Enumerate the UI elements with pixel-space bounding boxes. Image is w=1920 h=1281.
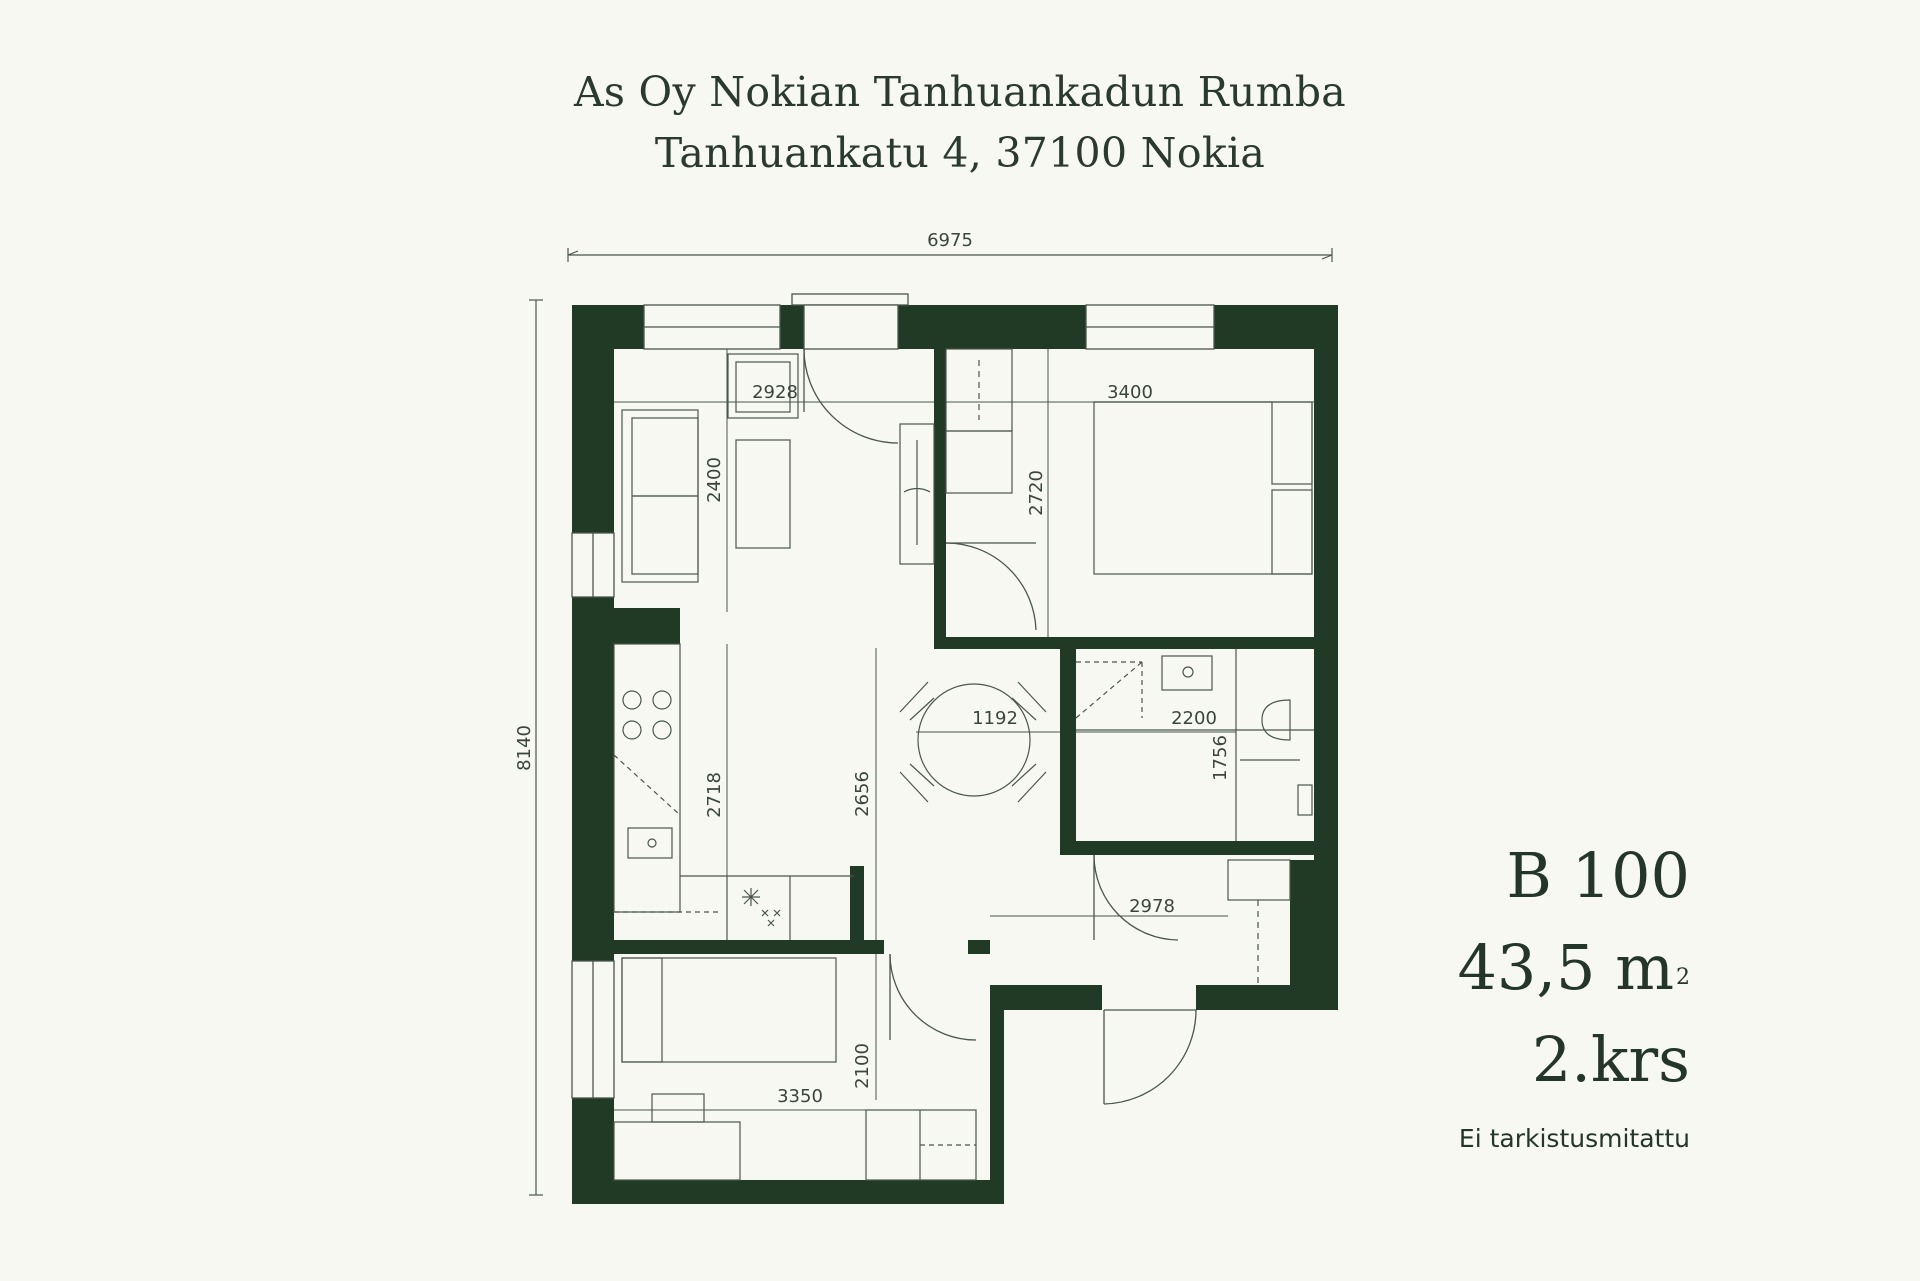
room-dimension-lines — [614, 349, 1314, 1111]
apartment-area: 43,5 m2 — [1457, 922, 1690, 1014]
dim-hall-depth: 2656 — [852, 771, 873, 817]
dim-room2-width: 3350 — [777, 1086, 823, 1107]
project-address: Tanhuankatu 4, 37100 Nokia — [654, 129, 1266, 177]
windows — [571, 304, 1215, 1099]
apartment-floor: 2.krs — [1531, 1023, 1690, 1096]
area-superscript: 2 — [1676, 965, 1690, 990]
title-block: As Oy Nokian Tanhuankadun Rumba Tanhuank… — [0, 62, 1920, 184]
dim-bath-depth: 1756 — [1210, 735, 1231, 781]
dim-entry-width: 2978 — [1129, 896, 1175, 917]
dim-kitchen-depth: 2718 — [704, 772, 725, 818]
dim-living-depth: 2400 — [704, 457, 725, 503]
dim-room2-depth: 2100 — [852, 1043, 873, 1089]
overall-dimension-lines — [529, 248, 1333, 1196]
dim-living-width: 2928 — [752, 382, 798, 403]
balcony-door — [791, 293, 909, 444]
measurement-note: Ei tarkistusmitattu — [1458, 1124, 1690, 1153]
dim-overall-height: 8140 — [514, 725, 535, 771]
walls — [572, 305, 1338, 1204]
fixtures — [613, 348, 1314, 1181]
dim-bedroom-width: 3400 — [1107, 382, 1153, 403]
apartment-code: B 100 — [1506, 839, 1690, 912]
apartment-info: B 100 43,5 m2 2.krs Ei tarkistusmitattu — [1457, 830, 1690, 1153]
dim-bath-width: 2200 — [1171, 708, 1217, 729]
dim-overall-width: 6975 — [927, 230, 973, 251]
interior-doors — [889, 542, 1197, 1105]
dim-dining: 1192 — [972, 708, 1018, 729]
project-name: As Oy Nokian Tanhuankadun Rumba — [573, 68, 1347, 116]
dim-bedroom-depth: 2720 — [1026, 470, 1047, 516]
area-value: 43,5 m — [1457, 931, 1674, 1004]
